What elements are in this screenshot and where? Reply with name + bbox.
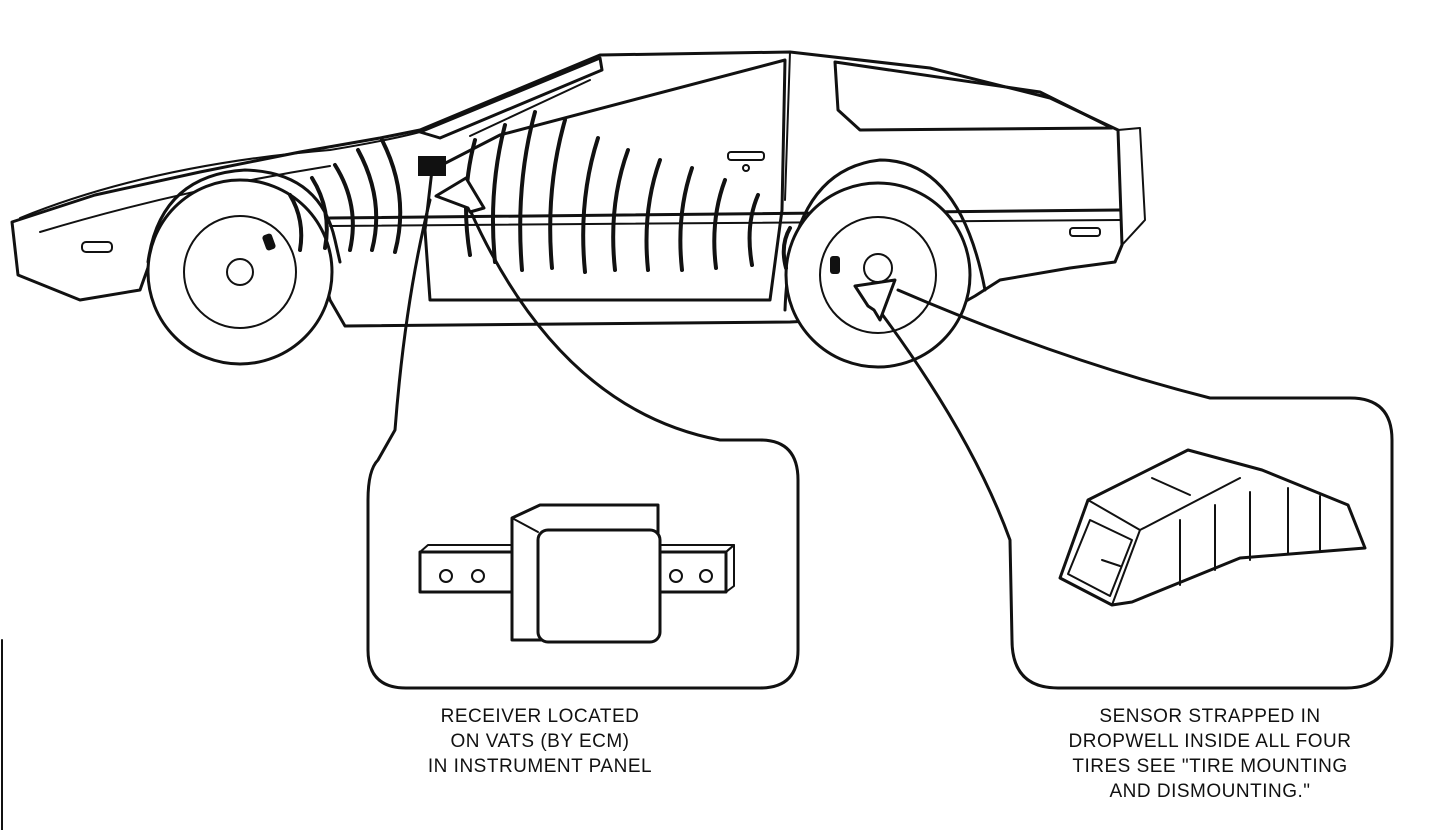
sensor-caption: SENSOR STRAPPED IN DROPWELL INSIDE ALL F…	[1040, 704, 1380, 804]
front-sensor-mark	[262, 233, 276, 251]
receiver-module	[418, 503, 735, 644]
front-wheel	[146, 178, 334, 366]
receiver-caption: RECEIVER LOCATED ON VATS (BY ECM) IN INS…	[400, 704, 680, 779]
sensor-caption-line1: SENSOR STRAPPED IN	[1099, 706, 1321, 727]
receiver-callout	[366, 176, 800, 690]
tire-sensor	[1058, 448, 1367, 607]
sensor-callout-bubble	[868, 288, 1394, 690]
sensor-callout	[853, 278, 1394, 690]
receiver-arrow-head	[434, 176, 486, 214]
rear-window	[833, 60, 1114, 132]
car-illustration	[10, 50, 1146, 369]
windshield	[418, 56, 604, 140]
receiver-marker	[418, 156, 446, 176]
door-handle	[727, 151, 765, 161]
front-marker-light	[81, 241, 113, 253]
receiver-caption-line2: ON VATS (BY ECM)	[450, 731, 630, 752]
car-door	[423, 58, 787, 302]
rear-sensor-mark	[830, 256, 840, 274]
sensor-caption-line2: DROPWELL INSIDE ALL FOUR	[1068, 731, 1352, 752]
sensor-arrow-head	[853, 278, 897, 322]
rear-marker-light	[1069, 227, 1101, 237]
receiver-caption-line1: RECEIVER LOCATED	[440, 706, 640, 727]
sensor-caption-line3: TIRES SEE "TIRE MOUNTING	[1072, 756, 1348, 777]
receiver-callout-bubble	[366, 198, 800, 690]
signal-waves	[288, 110, 792, 274]
receiver-caption-line3: IN INSTRUMENT PANEL	[427, 756, 653, 777]
sensor-caption-line4: AND DISMOUNTING."	[1109, 781, 1311, 802]
rear-wheel	[784, 181, 972, 369]
